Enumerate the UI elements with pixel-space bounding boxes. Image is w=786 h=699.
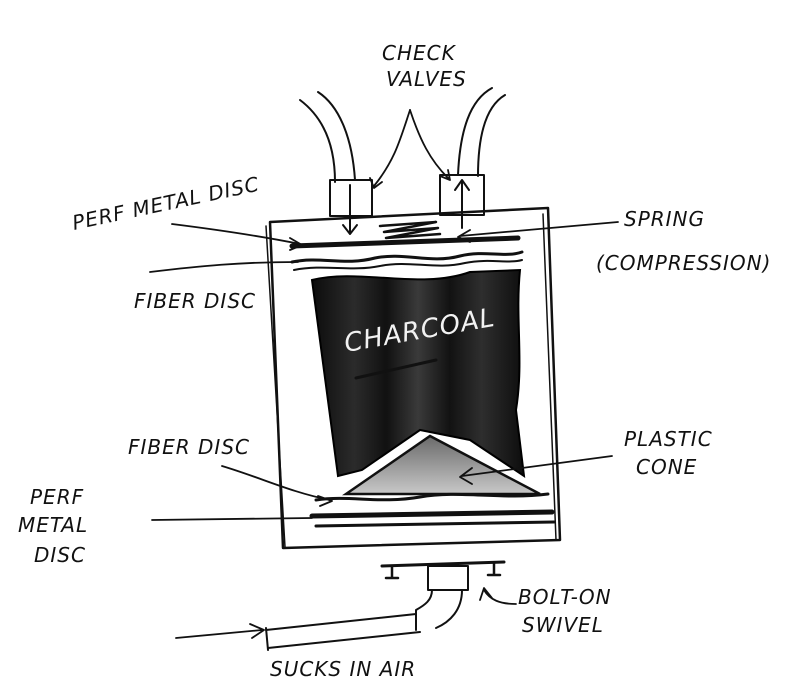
perf-metal-disc-bottom-label-3: DISC	[34, 543, 86, 567]
bolt-on-swivel-label-1: BOLT-ON	[518, 585, 612, 609]
check-valves-label-1: CHECK	[382, 41, 457, 65]
top-fiber-disc	[290, 250, 524, 264]
spring	[378, 220, 442, 240]
top-perf-metal-disc	[289, 235, 521, 249]
leader-lines	[149, 109, 619, 639]
perf-metal-disc-bottom-label-1: PERF	[30, 485, 84, 509]
fiber-disc-bottom-label: FIBER DISC	[128, 435, 250, 459]
check-valves	[329, 174, 485, 235]
sucks-in-air-label: SUCKS IN AIR	[270, 657, 416, 681]
bolt-on-swivel	[380, 560, 506, 631]
plastic-cone-label-1: PLASTIC	[624, 427, 713, 451]
bottom-fiber-disc	[314, 492, 550, 502]
charcoal-bed	[310, 268, 526, 479]
bolt-on-swivel-label-2: SWIVEL	[522, 613, 604, 637]
perf-metal-disc-bottom-label-2: METAL	[18, 513, 88, 537]
plastic-cone-label-2: CONE	[636, 455, 697, 479]
spring-label: SPRING	[624, 207, 705, 231]
top-tubes	[299, 87, 506, 183]
inlet-pipe	[265, 613, 421, 651]
perf-metal-disc-top-label: PERF METAL DISC	[70, 172, 262, 235]
bottom-perf-metal-disc	[309, 509, 555, 519]
check-valves-label-2: VALVES	[386, 67, 467, 91]
fiber-disc-top-label: FIBER DISC	[134, 289, 256, 313]
canister-body	[265, 206, 562, 550]
spring-compression-label: (COMPRESSION)	[596, 251, 771, 275]
